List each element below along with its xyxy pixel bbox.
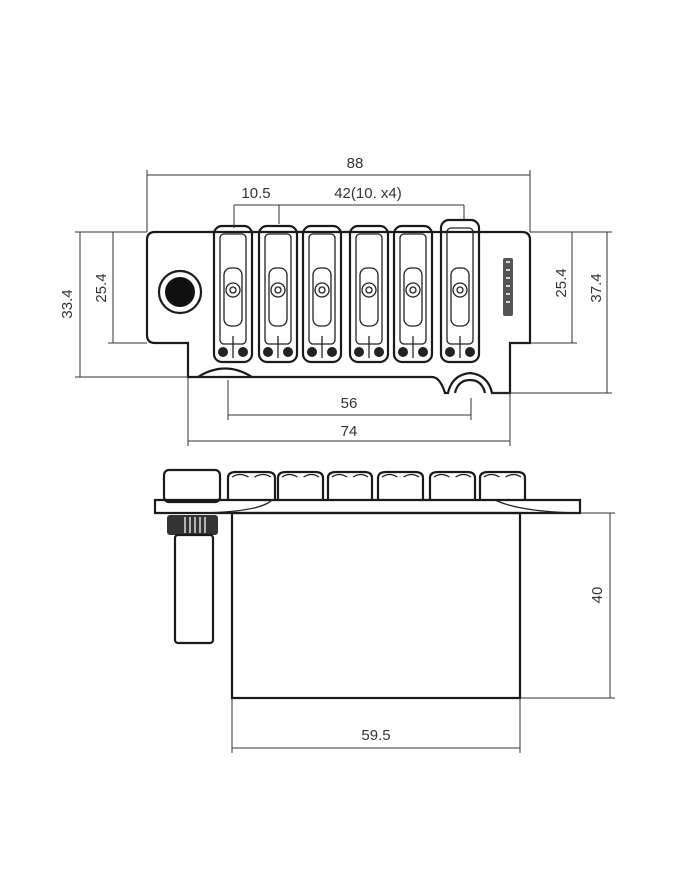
saddle-screw — [428, 470, 477, 500]
dim-56-label: 56 — [341, 395, 358, 412]
saddle — [392, 224, 434, 364]
mount-hole-ring — [157, 269, 203, 315]
side-view: 40 59.5 — [153, 468, 615, 753]
dim-88-label: 88 — [347, 155, 364, 172]
dim-88: 88 — [146, 155, 531, 232]
dim-25-4-right: 25.4 — [530, 231, 612, 344]
dim-74: 74 — [187, 377, 511, 446]
dim-59-5: 59.5 — [231, 698, 521, 753]
tremolo-block — [230, 511, 522, 700]
dim-40-label: 40 — [589, 587, 606, 604]
top-view: 88 10.5 42(10. x4) 33.4 25.4 25.4 37.4 5… — [59, 155, 612, 446]
dim-10-5-label: 10.5 — [241, 185, 270, 202]
dim-33-4-label: 33.4 — [59, 289, 76, 318]
saddle — [439, 218, 481, 364]
bolt-head — [162, 468, 222, 504]
dim-25-4-left: 25.4 — [93, 232, 147, 344]
base-plate-outline — [145, 230, 532, 395]
dim-33-4: 33.4 — [59, 231, 188, 378]
dim-56: 56 — [227, 380, 472, 420]
saddle-screw — [276, 470, 325, 500]
dim-40: 40 — [520, 512, 615, 699]
saddle-screws — [226, 470, 527, 500]
dim-37-4-label: 37.4 — [588, 273, 605, 302]
saddle — [301, 224, 343, 364]
plate-bevel — [199, 499, 581, 514]
dim-74-label: 74 — [341, 423, 358, 440]
knurled-nut — [167, 515, 218, 535]
dim-25-4-left-label: 25.4 — [93, 273, 110, 302]
dim-59-5-label: 59.5 — [361, 727, 390, 744]
saddle-screw — [376, 470, 425, 500]
saddle-screw — [326, 470, 374, 500]
stud-post — [173, 533, 215, 645]
logo-mark — [503, 258, 513, 316]
dim-37-4: 37.4 — [492, 232, 612, 394]
mount-hole — [165, 277, 195, 307]
left-arc — [197, 367, 253, 378]
saddle — [257, 224, 299, 364]
saddle — [348, 224, 390, 364]
saddle-screw — [478, 470, 527, 500]
saddle-screw — [226, 470, 277, 500]
saddle — [212, 224, 254, 364]
stud-notch — [453, 378, 487, 394]
dim-string-spacing: 10.5 42(10. x4) — [233, 185, 465, 228]
dim-42-label: 42(10. x4) — [334, 185, 402, 202]
dim-25-4-right-label: 25.4 — [553, 268, 570, 297]
saddles — [212, 218, 481, 364]
